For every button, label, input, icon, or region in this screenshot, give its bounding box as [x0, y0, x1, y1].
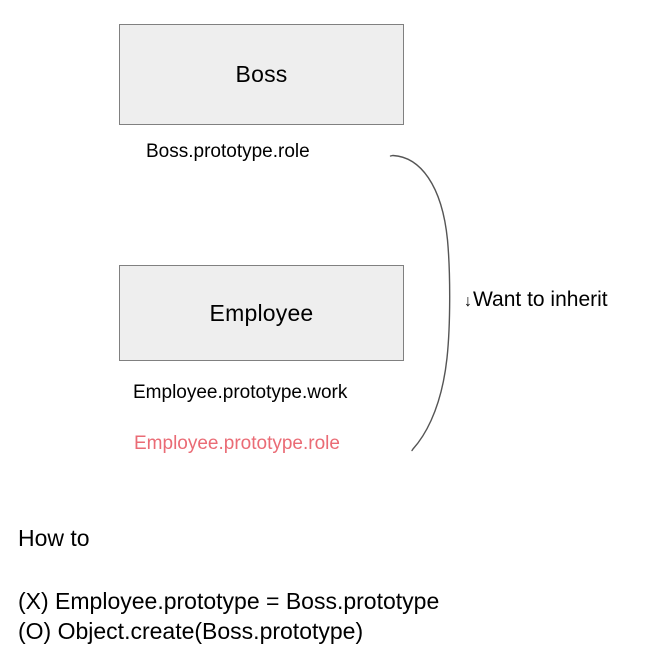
howto-line-wrong: (X) Employee.prototype = Boss.prototype: [18, 587, 440, 614]
employee-prototype-work-label: Employee.prototype.work: [133, 382, 348, 403]
want-to-inherit-annotation: ↓ Want to inherit: [464, 289, 608, 310]
employee-node-box: Employee: [119, 265, 404, 361]
howto-title: How to: [18, 525, 90, 551]
howto-line-right: (O) Object.create(Boss.prototype): [18, 617, 364, 644]
howto-lines: (X) Employee.prototype = Boss.prototype …: [18, 587, 439, 647]
boss-prototype-role-label: Boss.prototype.role: [146, 141, 310, 162]
employee-node-label: Employee: [209, 299, 314, 326]
down-arrow-icon: ↓: [464, 293, 472, 310]
employee-prototype-role-label: Employee.prototype.role: [134, 433, 340, 454]
want-to-inherit-text: Want to inherit: [473, 288, 608, 311]
boss-node-box: Boss: [119, 24, 404, 125]
howto-section: How to (X) Employee.prototype = Boss.pro…: [18, 524, 439, 647]
boss-node-label: Boss: [235, 61, 288, 87]
